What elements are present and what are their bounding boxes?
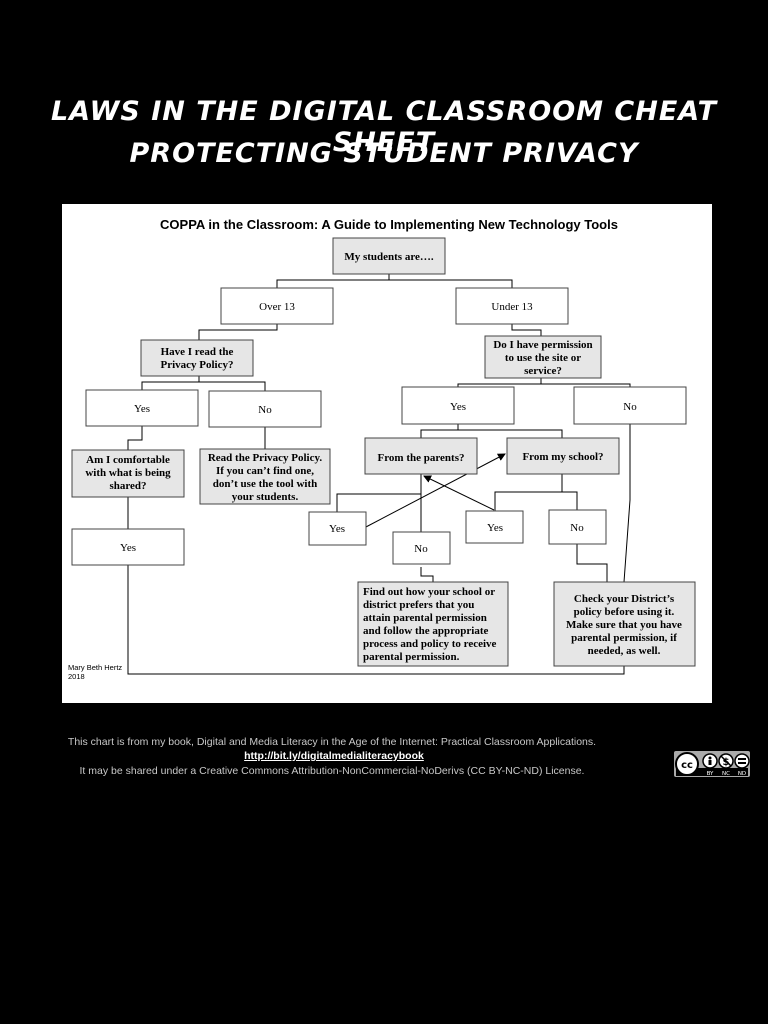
yes-comfortable-box [71,528,185,566]
read-policy-box [140,339,254,377]
find-out-label-line: parental permission. [363,651,460,663]
author-label: Mary Beth Hertz [68,663,122,672]
yes-school-box [465,510,524,544]
read-the-policy-label-line: your students. [232,491,299,503]
read-the-policy-label-line: If you can’t find one, [216,465,314,477]
read-the-policy-label-line: don’t use the tool with [213,478,318,490]
over13-box [220,287,334,325]
have-permission-label-line: Do I have permission [493,339,592,351]
from-parents-box [364,437,478,475]
read-the-policy-label: Read the Privacy Policy.If you can’t fin… [208,452,323,503]
year-label: 2018 [68,672,85,681]
comfortable-label-line: Am I comfortable [86,454,170,466]
no-permission-box [573,386,687,425]
from-school-label: From my school? [522,451,603,463]
nc-label: NC [722,771,730,777]
arrow-school-yes-to-parents [423,475,495,511]
no-permission-label: No [623,401,637,413]
find-out-label-line: process and policy to receive [363,638,497,650]
footer-license-text: It may be shared under a Creative Common… [79,765,585,777]
yes-school-label: Yes [487,522,503,534]
yes-read-label: Yes [134,403,150,415]
footer-book-link[interactable]: http://bit.ly/digitalmedialiteracybook [244,750,424,762]
footer-source-text: This chart is from my book, Digital and … [67,736,597,748]
have-permission-label-line: to use the site or [505,352,581,364]
find-out-label-line: and follow the appropriate [363,625,489,637]
by-label: BY [707,771,714,777]
read-the-policy-label-line: Read the Privacy Policy. [208,452,323,464]
over13-label: Over 13 [259,301,295,313]
nd-label: ND [738,771,746,777]
find-out-label-line: district prefers that you [363,599,474,611]
from-parents-label: From the parents? [378,452,465,464]
comfortable-label-line: with what is being [85,467,171,479]
no-school-box [548,509,607,545]
yes-permission-label: Yes [450,401,466,413]
check-district-box [553,581,696,667]
flowchart: COPPA in the Classroom: A Guide to Imple… [68,217,696,681]
diagram-title: COPPA in the Classroom: A Guide to Imple… [160,217,618,232]
find-out-label-line: Find out how your school or [363,586,495,598]
comfortable-label-line: shared? [109,480,146,492]
nd-icon [734,753,750,769]
page-title-line2: Protecting Student Privacy [129,138,639,169]
yes-comfortable-label: Yes [120,542,136,554]
have-permission-label-line: service? [524,365,562,377]
check-district-label-line: Make sure that you have [566,619,682,631]
no-read-label: No [258,404,272,416]
no-parents-box [392,531,451,565]
no-read-box [208,390,322,428]
root-box [332,237,446,275]
yes-parents-label: Yes [329,523,345,535]
yes-parents-box [308,511,367,546]
root-label: My students are…. [344,251,434,263]
flowchart-panel: COPPA in the Classroom: A Guide to Imple… [62,204,712,703]
yes-permission-box [401,386,515,425]
read-policy-label-line: Privacy Policy? [160,359,233,371]
have-permission-box [484,335,602,379]
check-district-label-line: parental permission, if [571,632,677,644]
from-school-box [506,437,620,475]
under13-label: Under 13 [491,301,533,313]
under13-box [455,287,569,325]
no-school-label: No [570,522,584,534]
connector-lines [127,274,631,675]
read-the-policy-box [199,448,331,505]
check-district-label-line: Check your District’s [574,593,675,605]
comfortable-box [71,449,185,498]
check-district-label-line: needed, as well. [588,645,661,657]
svg-text:$: $ [723,757,730,768]
no-parents-label: No [414,543,428,555]
find-out-label-line: attain parental permission [363,612,487,624]
svg-text:cc: cc [681,760,693,771]
arrow-parents-yes-to-school [363,453,506,529]
cc-license-badge: cc $ BY NC ND [674,751,750,777]
cc-icon [675,752,699,776]
yes-read-box [85,389,199,427]
page-title-line1: Laws in the Digital Classroom Cheat Shee… [50,96,718,158]
find-out-box [357,581,509,667]
check-district-label-line: policy before using it. [574,606,675,618]
read-policy-label-line: Have I read the [161,346,234,358]
